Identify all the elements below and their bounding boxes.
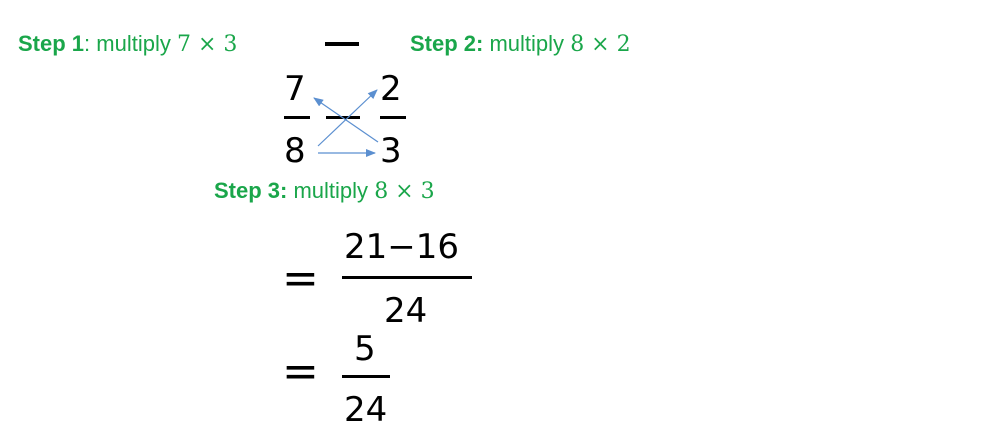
minus-sign-top xyxy=(325,42,359,46)
fraction-2-bar xyxy=(380,116,406,119)
step-1-text: multiply xyxy=(96,31,171,56)
step-2-title: Step 2: xyxy=(410,31,484,56)
step-3-expression: 8 × 3 xyxy=(374,179,435,204)
result-1-numerator: 21−16 xyxy=(344,227,460,267)
arrow-8-to-2 xyxy=(317,89,378,147)
step-1-title: Step 1 xyxy=(18,31,85,56)
fraction-1-denominator: 8 xyxy=(284,131,306,171)
step-3-title: Step 3: xyxy=(214,178,288,203)
result-2-numerator: 5 xyxy=(354,329,376,369)
result-1-bar xyxy=(342,276,472,279)
step-2-text: multiply xyxy=(489,31,565,56)
step-1-label: Step 1: multiply 7 × 3 xyxy=(18,31,237,57)
result-2-bar xyxy=(342,375,390,378)
step-2-expression: 8 × 2 xyxy=(570,32,631,57)
fraction-2-denominator: 3 xyxy=(380,131,402,171)
fraction-1-numerator: 7 xyxy=(284,69,306,109)
fraction-1-bar xyxy=(284,116,310,119)
step-1-expression: 7 × 3 xyxy=(176,32,238,57)
equals-sign-2: = xyxy=(282,346,319,397)
result-1-denominator: 24 xyxy=(384,291,428,331)
step-3-text: multiply xyxy=(293,178,369,203)
result-2-denominator: 24 xyxy=(344,390,388,430)
step-2-label: Step 2: multiply 8 × 2 xyxy=(410,31,631,57)
equals-sign-1: = xyxy=(282,253,319,304)
step-1-separator: : xyxy=(84,31,91,56)
step-3-label: Step 3: multiply 8 × 3 xyxy=(214,178,435,204)
fraction-2-numerator: 2 xyxy=(380,69,402,109)
